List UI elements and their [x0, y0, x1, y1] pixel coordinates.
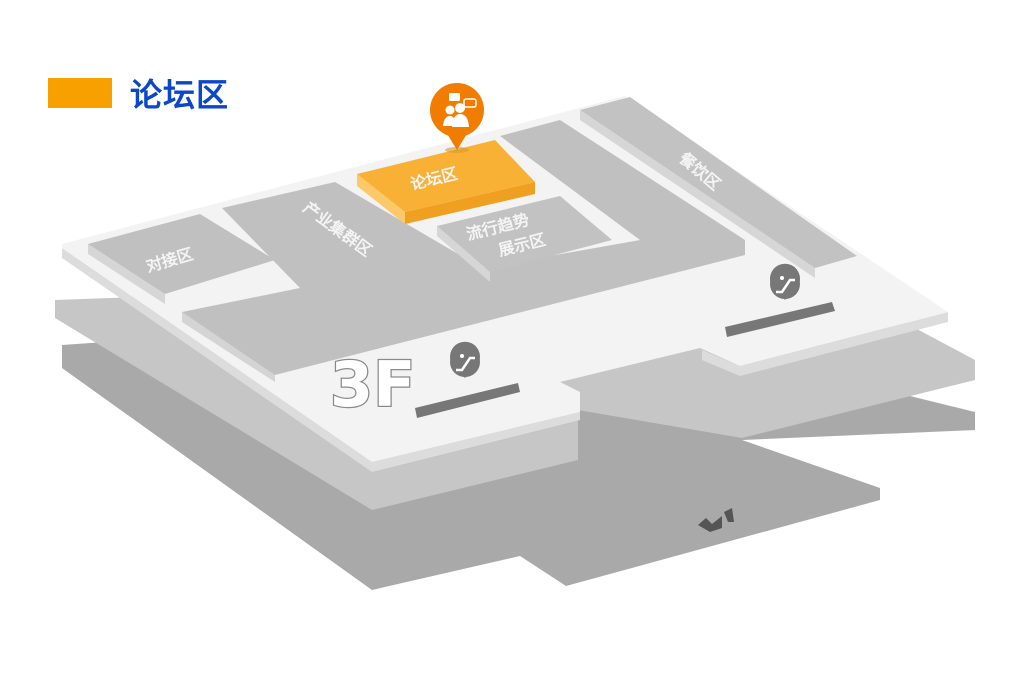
escalator-icon[interactable] — [770, 263, 801, 300]
forum-people-chat-icon[interactable] — [430, 83, 484, 153]
zone-industry-cluster-side — [182, 312, 275, 382]
floor-3-edge-right — [702, 312, 948, 376]
zone-trend-side — [437, 226, 490, 282]
stairs-icon — [698, 508, 734, 532]
escalator-bar-2[interactable] — [725, 302, 835, 337]
zone-industry-cluster[interactable] — [182, 120, 745, 375]
zone-forum[interactable] — [357, 140, 535, 212]
zone-dining-side — [580, 110, 815, 278]
escalator-bar-1[interactable] — [415, 383, 520, 418]
zone-forum-side — [357, 174, 405, 224]
zone-docking[interactable] — [88, 214, 275, 294]
floor-3-edge — [62, 248, 580, 472]
zone-dining[interactable] — [580, 97, 857, 268]
legend-label: 论坛区 — [130, 76, 230, 114]
zone-docking-side — [88, 244, 165, 304]
floor-label: 3F — [330, 348, 416, 421]
zone-trend[interactable] — [437, 196, 612, 272]
escalator-icon[interactable] — [450, 341, 481, 378]
legend: 论坛区 — [48, 70, 229, 116]
legend-swatch — [48, 78, 112, 108]
zone-forum-front — [405, 182, 535, 224]
